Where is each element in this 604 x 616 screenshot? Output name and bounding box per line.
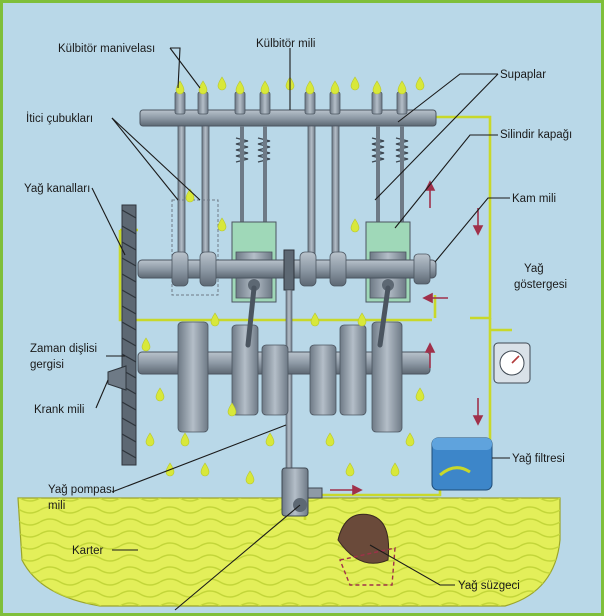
label-yag-pompasi-line2: mili bbox=[48, 500, 65, 512]
label-kulbitor-mili: Külbitör mili bbox=[256, 38, 315, 50]
label-itici-cubuklari: İtici çubukları bbox=[26, 112, 93, 125]
oil-strainer-screen bbox=[339, 547, 396, 586]
oil-gauge-needle bbox=[511, 355, 520, 364]
label-krank-mili: Krank mili bbox=[34, 404, 84, 416]
label-kulbitor-manivelasi: Külbitör manivelası bbox=[58, 43, 155, 55]
label-yag-gostergesi-line1: Yağ bbox=[524, 263, 544, 275]
label-yag-kanallari: Yağ kanalları bbox=[24, 183, 90, 195]
oil-pump-outlet bbox=[307, 487, 323, 499]
label-supaplar: Supaplar bbox=[500, 69, 546, 81]
label-yag-gostergesi-line2: göstergesi bbox=[514, 279, 567, 291]
timing-gear bbox=[121, 204, 137, 466]
label-yag-suzgeci: Yağ süzgeci bbox=[458, 580, 520, 592]
timing-gear-teeth bbox=[121, 209, 137, 459]
label-karter: Karter bbox=[72, 545, 103, 557]
flow-arrows bbox=[330, 180, 484, 496]
push-rod-guide bbox=[171, 199, 219, 296]
label-silindir-kapagi: Silindir kapağı bbox=[500, 129, 572, 141]
label-yag-filtresi: Yağ filtresi bbox=[512, 453, 565, 465]
cam-lobes bbox=[171, 251, 431, 287]
crank-webs bbox=[177, 321, 403, 433]
oil-strainer bbox=[337, 513, 390, 564]
pump-drive-gear bbox=[283, 249, 295, 291]
leader-lines bbox=[91, 47, 510, 611]
label-zaman-dislisi-line1: Zaman dişlisi bbox=[30, 343, 97, 355]
rocker-arms bbox=[174, 91, 408, 115]
label-yag-pompasi-line1: Yağ pompası bbox=[48, 484, 115, 496]
label-kam-mili: Kam mili bbox=[512, 193, 556, 205]
oil-filter-cap bbox=[432, 438, 492, 450]
connecting-rods bbox=[245, 285, 391, 348]
oil-pan-waves bbox=[18, 498, 560, 606]
valve-stems bbox=[240, 126, 404, 226]
rocker-shaft bbox=[139, 109, 437, 127]
label-zaman-dislisi-line2: gergisi bbox=[30, 359, 64, 371]
oil-filter-flow bbox=[439, 466, 471, 477]
labels: Külbitör manivelası Külbitör mili Supapl… bbox=[24, 38, 572, 592]
